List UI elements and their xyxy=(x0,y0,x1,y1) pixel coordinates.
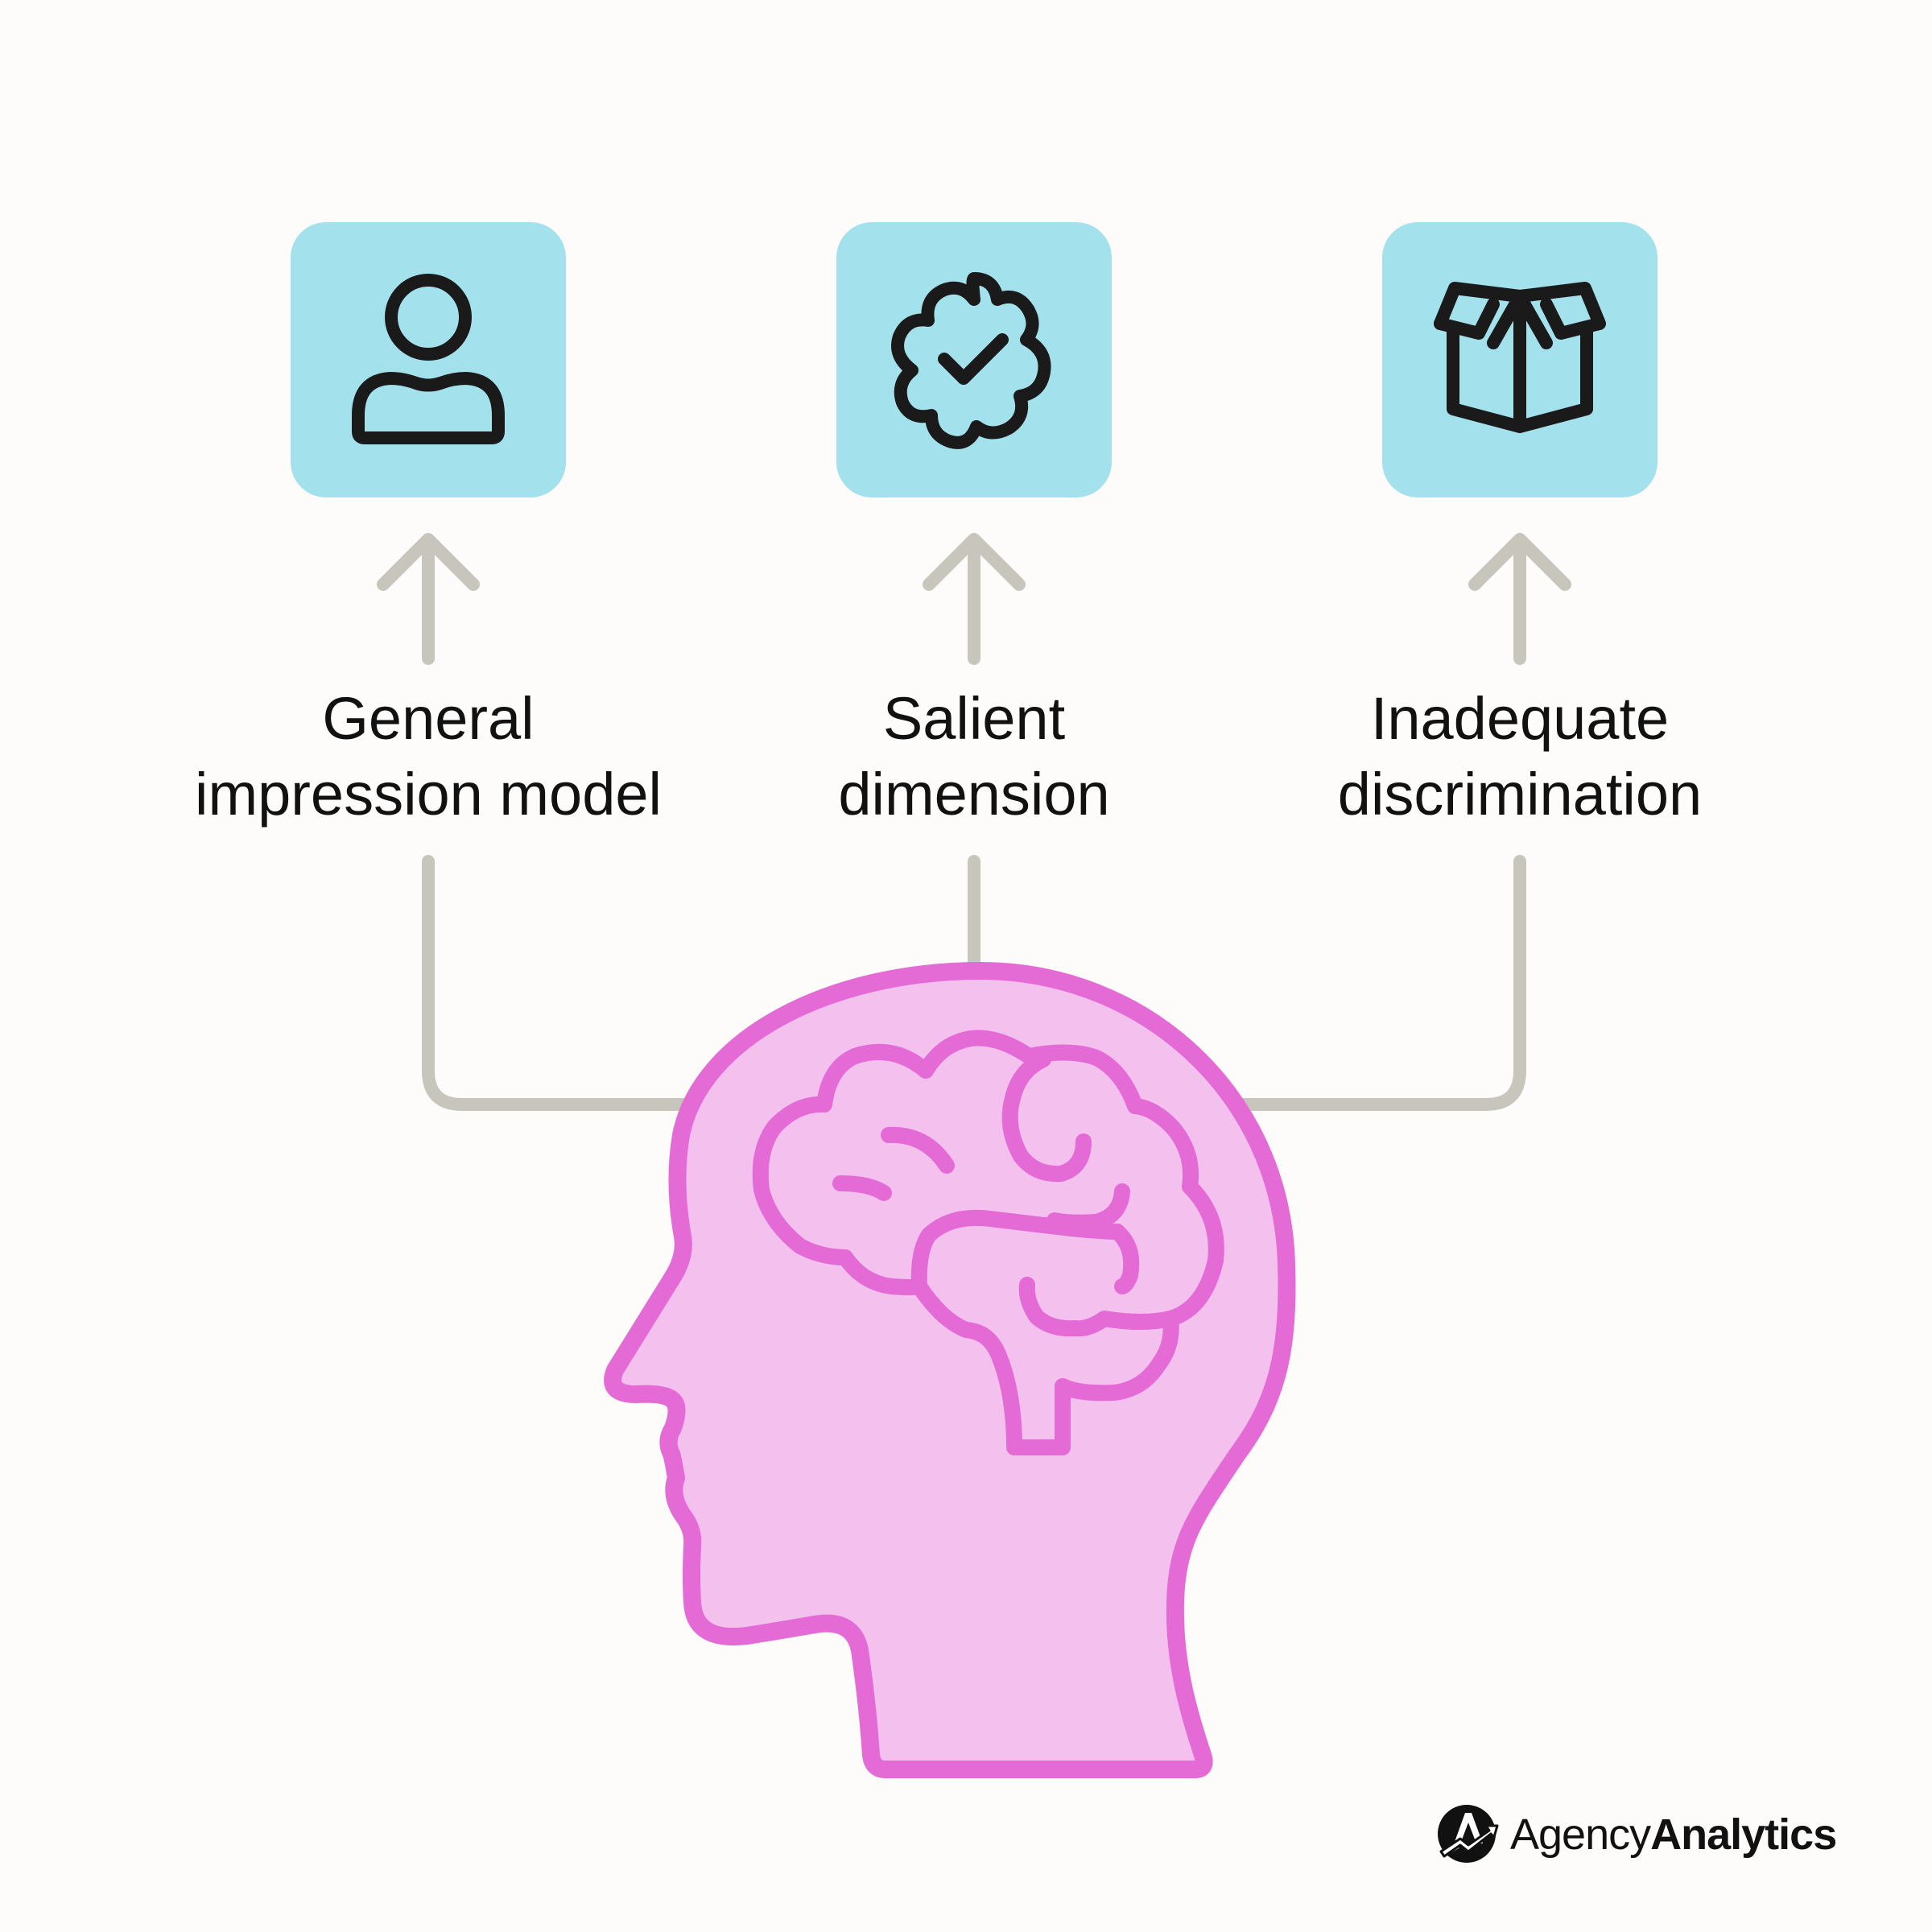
node-label-salient: Salient dimension xyxy=(684,681,1264,832)
tile-salient xyxy=(836,222,1112,497)
brain-outline xyxy=(752,1030,1224,1455)
arrow-up-inadequate xyxy=(1468,533,1571,665)
arrow-up-salient xyxy=(923,533,1026,665)
head-silhouette xyxy=(604,962,1296,1778)
node-label-general: General impression model xyxy=(138,681,718,832)
user-icon xyxy=(352,274,505,444)
open-box-icon xyxy=(1434,282,1606,433)
node-label-inadequate-line2: discrimination xyxy=(1337,761,1703,828)
node-label-general-line2: impression model xyxy=(195,761,662,828)
brand-name-light: Agency xyxy=(1510,1810,1651,1859)
brand-logo: AgencyAnalytics xyxy=(1433,1800,1852,1868)
node-label-salient-line2: dimension xyxy=(838,761,1110,828)
brand-name-bold: Analytics xyxy=(1650,1810,1837,1859)
tile-general xyxy=(291,222,566,497)
connector-left xyxy=(422,855,731,1111)
brand-wordmark: AgencyAnalytics xyxy=(1510,1806,1837,1863)
tile-inadequate xyxy=(1382,222,1657,497)
verified-badge-icon xyxy=(891,272,1051,449)
node-label-general-line1: General xyxy=(322,685,535,752)
node-label-salient-line1: Salient xyxy=(882,685,1066,752)
node-label-inadequate: Inadequate discrimination xyxy=(1230,681,1810,832)
connector-right xyxy=(1217,855,1526,1111)
arrow-up-general xyxy=(377,533,480,665)
agencyanalytics-logo-icon xyxy=(1438,1805,1499,1863)
node-label-inadequate-line1: Inadequate xyxy=(1370,685,1670,752)
